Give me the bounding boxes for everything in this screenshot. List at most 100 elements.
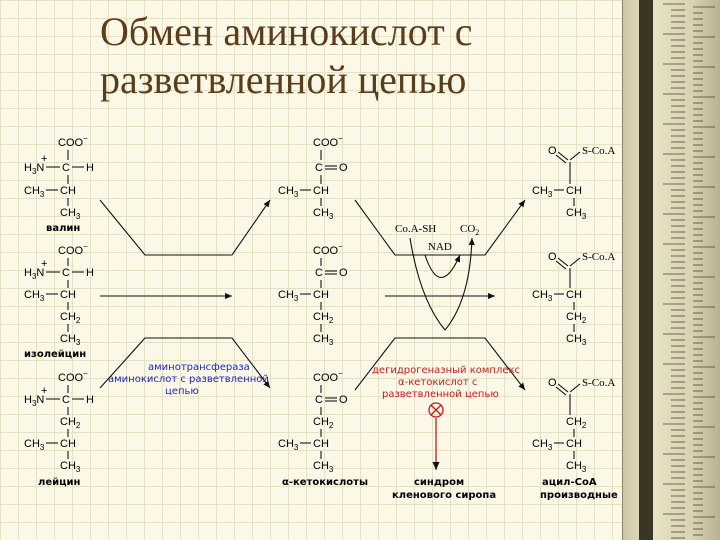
svg-text:H3N: H3N — [24, 162, 44, 176]
svg-text:+: + — [41, 153, 47, 165]
svg-text:CH3: CH3 — [313, 207, 334, 221]
svg-text:COO−: COO− — [313, 134, 343, 149]
svg-text:O: O — [548, 377, 557, 389]
svg-text:CH3: CH3 — [532, 289, 553, 303]
isoleucine-structure: COO− H3N + C H CH3 CH CH2 CH3 изолейцин — [24, 242, 94, 360]
isoleucine-keto-structure: COO− C O CH3 CH CH2 CH3 — [278, 242, 348, 347]
svg-text:CH2: CH2 — [313, 311, 334, 325]
svg-text:CH3: CH3 — [60, 333, 81, 347]
acyl-coa-label-1: ацил-СоА — [542, 477, 597, 488]
svg-text:CH3: CH3 — [532, 438, 553, 452]
svg-text:CH: CH — [313, 438, 329, 450]
dehydrogenase-label-1: дегидрогеназный комплекс — [372, 365, 520, 376]
svg-text:CH3: CH3 — [278, 289, 299, 303]
isoleucine-label: изолейцин — [24, 349, 86, 360]
coa-cofactor: Co.A-SH — [395, 223, 436, 235]
svg-text:CH: CH — [60, 438, 76, 450]
svg-text:CH3: CH3 — [24, 438, 45, 452]
ruler-ticks — [663, 3, 715, 539]
decarboxylation-arrow-bottom — [354, 337, 526, 391]
maple-syrup-label-1: синдром — [414, 477, 464, 488]
svg-text:CH2: CH2 — [566, 416, 587, 430]
maple-syrup-label-2: кленового сиропа — [392, 490, 496, 501]
valine-structure: COO− H3N + C H CH3 CH CH3 валин — [24, 134, 94, 234]
svg-text:CH: CH — [566, 185, 582, 197]
svg-text:CH2: CH2 — [313, 416, 334, 430]
co2-curve — [444, 237, 475, 331]
inhibition-symbol — [428, 402, 444, 418]
svg-text:H: H — [86, 162, 94, 174]
svg-text:CH3: CH3 — [566, 333, 587, 347]
svg-text:CH: CH — [313, 289, 329, 301]
svg-text:CH3: CH3 — [313, 460, 334, 474]
svg-text:CH: CH — [313, 185, 329, 197]
metabolism-scheme: COO− H3N + C H CH3 CH CH3 валин COO− C O… — [24, 134, 618, 501]
svg-text:O: O — [339, 162, 348, 174]
svg-text:COO−: COO− — [58, 369, 88, 384]
svg-text:C: C — [315, 394, 323, 406]
svg-text:S-Co.A: S-Co.A — [582, 251, 615, 263]
decarboxylation-arrow-top — [354, 199, 526, 256]
svg-text:C: C — [315, 162, 323, 174]
keto-acids-label: α-кетокислоты — [282, 477, 368, 488]
transamination-arrow-top — [99, 199, 271, 256]
transaminase-label-3: цепью — [165, 386, 199, 397]
svg-text:CH2: CH2 — [60, 311, 81, 325]
svg-text:CH3: CH3 — [278, 185, 299, 199]
svg-text:COO−: COO− — [58, 242, 88, 257]
svg-text:CH3: CH3 — [566, 207, 587, 221]
svg-text:C: C — [62, 394, 70, 406]
dehydrogenase-label-2: α-кетокислот с — [398, 377, 477, 388]
svg-text:+: + — [41, 258, 47, 270]
svg-text:CH3: CH3 — [532, 185, 553, 199]
valine-label: валин — [46, 223, 80, 234]
acyl-coa-label-2: производные — [540, 490, 618, 501]
leucine-structure: COO− H3N + C H CH2 CH3 CH CH3 лейцин — [24, 369, 94, 488]
svg-text:CH: CH — [566, 289, 582, 301]
svg-text:C: C — [62, 267, 70, 279]
valine-acyl-coa-structure: O S-Co.A CH3 CH CH3 — [532, 145, 615, 221]
svg-text:CH3: CH3 — [566, 460, 587, 474]
svg-text:H: H — [86, 394, 94, 406]
transamination-arrow-bottom — [99, 337, 271, 389]
svg-text:O: O — [548, 145, 557, 157]
svg-text:O: O — [548, 251, 557, 263]
svg-text:COO−: COO− — [313, 369, 343, 384]
isoleucine-acyl-coa-structure: O S-Co.A CH3 CH CH2 CH3 — [532, 251, 615, 347]
svg-text:CH3: CH3 — [24, 289, 45, 303]
svg-text:CH: CH — [566, 438, 582, 450]
co2-cofactor: CO2 — [460, 223, 479, 237]
svg-text:COO−: COO− — [313, 242, 343, 257]
svg-text:O: O — [339, 267, 348, 279]
svg-text:CH3: CH3 — [24, 185, 45, 199]
dehydrogenase-label-3: разветвленной цепью — [382, 389, 499, 400]
nad-cofactor: NAD — [428, 241, 452, 253]
ruler-decoration — [622, 0, 720, 540]
svg-text:CH3: CH3 — [60, 460, 81, 474]
leucine-label: лейцин — [38, 477, 81, 488]
svg-text:C: C — [315, 267, 323, 279]
leucine-keto-structure: COO− C O CH2 CH3 CH CH3 α-кетокислоты — [278, 369, 368, 488]
svg-text:H: H — [86, 267, 94, 279]
coa-curve — [409, 237, 446, 331]
title-line-1: Обмен аминокислот с — [100, 9, 473, 54]
svg-text:CH: CH — [60, 185, 76, 197]
svg-text:CH3: CH3 — [278, 438, 299, 452]
svg-text:CH3: CH3 — [60, 207, 81, 221]
transaminase-label-1: аминотрансфераза — [148, 362, 250, 373]
svg-text:CH2: CH2 — [60, 416, 81, 430]
svg-text:H3N: H3N — [24, 267, 44, 281]
nad-curve — [424, 254, 461, 278]
svg-text:COO−: COO− — [58, 134, 88, 149]
ruler-dark-edge — [639, 0, 653, 540]
svg-text:CH: CH — [60, 289, 76, 301]
svg-text:CH2: CH2 — [566, 311, 587, 325]
transaminase-label-2: аминокислот с разветвленной — [108, 374, 269, 385]
svg-text:C: C — [62, 162, 70, 174]
svg-text:+: + — [41, 385, 47, 397]
leucine-acyl-coa-structure: O S-Co.A CH2 CH3 CH CH3 ацил-СоА произво… — [532, 377, 618, 501]
svg-text:S-Co.A: S-Co.A — [582, 145, 615, 157]
svg-text:H3N: H3N — [24, 394, 44, 408]
valine-keto-structure: COO− C O CH3 CH CH3 — [278, 134, 348, 221]
title-line-2: разветвленной цепью — [100, 57, 467, 102]
